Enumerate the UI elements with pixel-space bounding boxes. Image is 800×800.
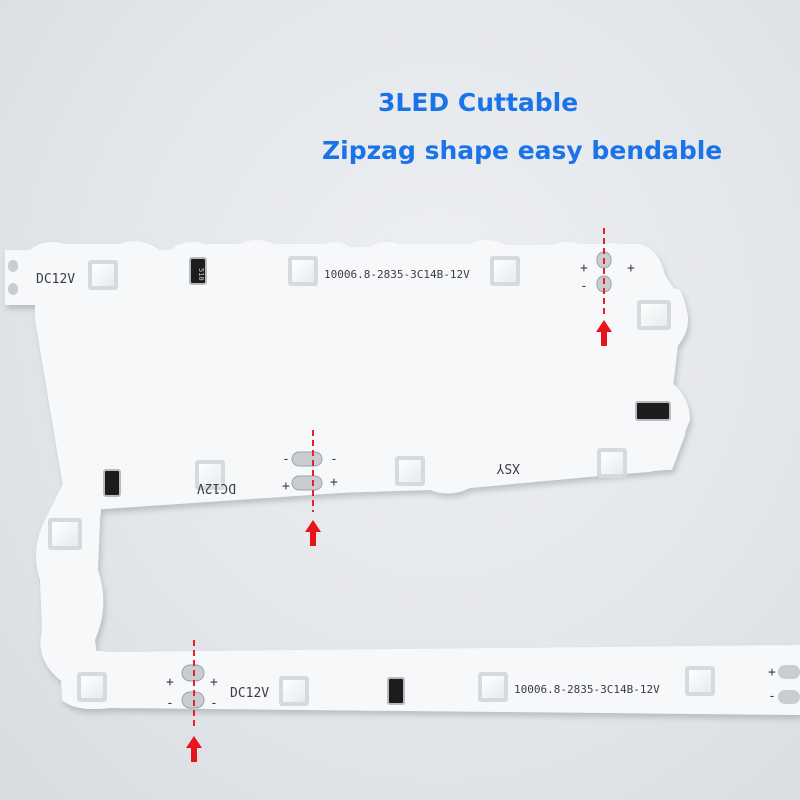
minus-label: - xyxy=(330,452,338,467)
cut-pad xyxy=(291,451,323,467)
cut-arrow-icon xyxy=(596,320,612,346)
cut-pad xyxy=(778,665,800,679)
cut-pad xyxy=(8,260,18,272)
resistor xyxy=(635,401,671,421)
plus-label: + xyxy=(580,261,588,276)
plus-label: + xyxy=(166,675,174,690)
minus-label: - xyxy=(166,696,174,711)
led-chip xyxy=(88,260,118,290)
led-chip xyxy=(77,672,107,702)
led-chip xyxy=(637,300,671,330)
strip-bottom-run xyxy=(60,645,800,715)
plus-label: + xyxy=(330,475,338,490)
part-number-label: 10006.8-2835-3C14B-12V xyxy=(514,683,660,696)
minus-label: - xyxy=(768,689,776,704)
cut-pad xyxy=(778,690,800,704)
resistor xyxy=(103,469,121,497)
resistor xyxy=(387,677,405,705)
plus-label: + xyxy=(282,479,290,494)
headline-line-2: Zipzag shape easy bendable xyxy=(322,136,723,165)
led-chip xyxy=(288,256,318,286)
led-chip xyxy=(195,460,225,490)
strip-left-bend xyxy=(36,470,105,680)
plus-label: + xyxy=(627,261,635,276)
brand-mark-flipped: XSY xyxy=(496,460,520,475)
minus-label: - xyxy=(282,452,290,467)
cut-pad xyxy=(291,475,323,491)
led-chip xyxy=(478,672,508,702)
minus-label: - xyxy=(580,279,588,294)
led-chip xyxy=(279,676,309,706)
strip-middle-run xyxy=(70,435,665,510)
minus-label: - xyxy=(210,696,218,711)
cut-pads xyxy=(8,251,800,709)
led-chip xyxy=(597,448,627,478)
plus-label: + xyxy=(210,675,218,690)
voltage-label-flipped: DC12V xyxy=(197,480,236,495)
led-chip xyxy=(685,666,715,696)
part-number-label: 10006.8-2835-3C14B-12V xyxy=(324,268,470,281)
led-chip xyxy=(490,256,520,286)
voltage-label: DC12V xyxy=(36,272,75,287)
led-chip xyxy=(395,456,425,486)
strip-top-run xyxy=(5,243,650,305)
cut-arrow-icon xyxy=(186,736,202,762)
resistors xyxy=(103,257,671,705)
cut-arrow-icon xyxy=(305,520,321,546)
cut-pad xyxy=(8,283,18,295)
led-chip xyxy=(48,518,82,550)
cut-markers xyxy=(186,228,612,762)
plus-label: + xyxy=(768,665,776,680)
pcb-printing: DC12V 10006.8-2835-3C14B-12V 510 + - + D… xyxy=(36,261,776,711)
resistor-code-label: 510 xyxy=(197,268,205,281)
headline-line-1: 3LED Cuttable xyxy=(378,88,579,117)
strip-top-row xyxy=(5,240,690,505)
led-chips xyxy=(48,256,715,706)
voltage-label: DC12V xyxy=(230,686,269,701)
resistor xyxy=(189,257,207,285)
